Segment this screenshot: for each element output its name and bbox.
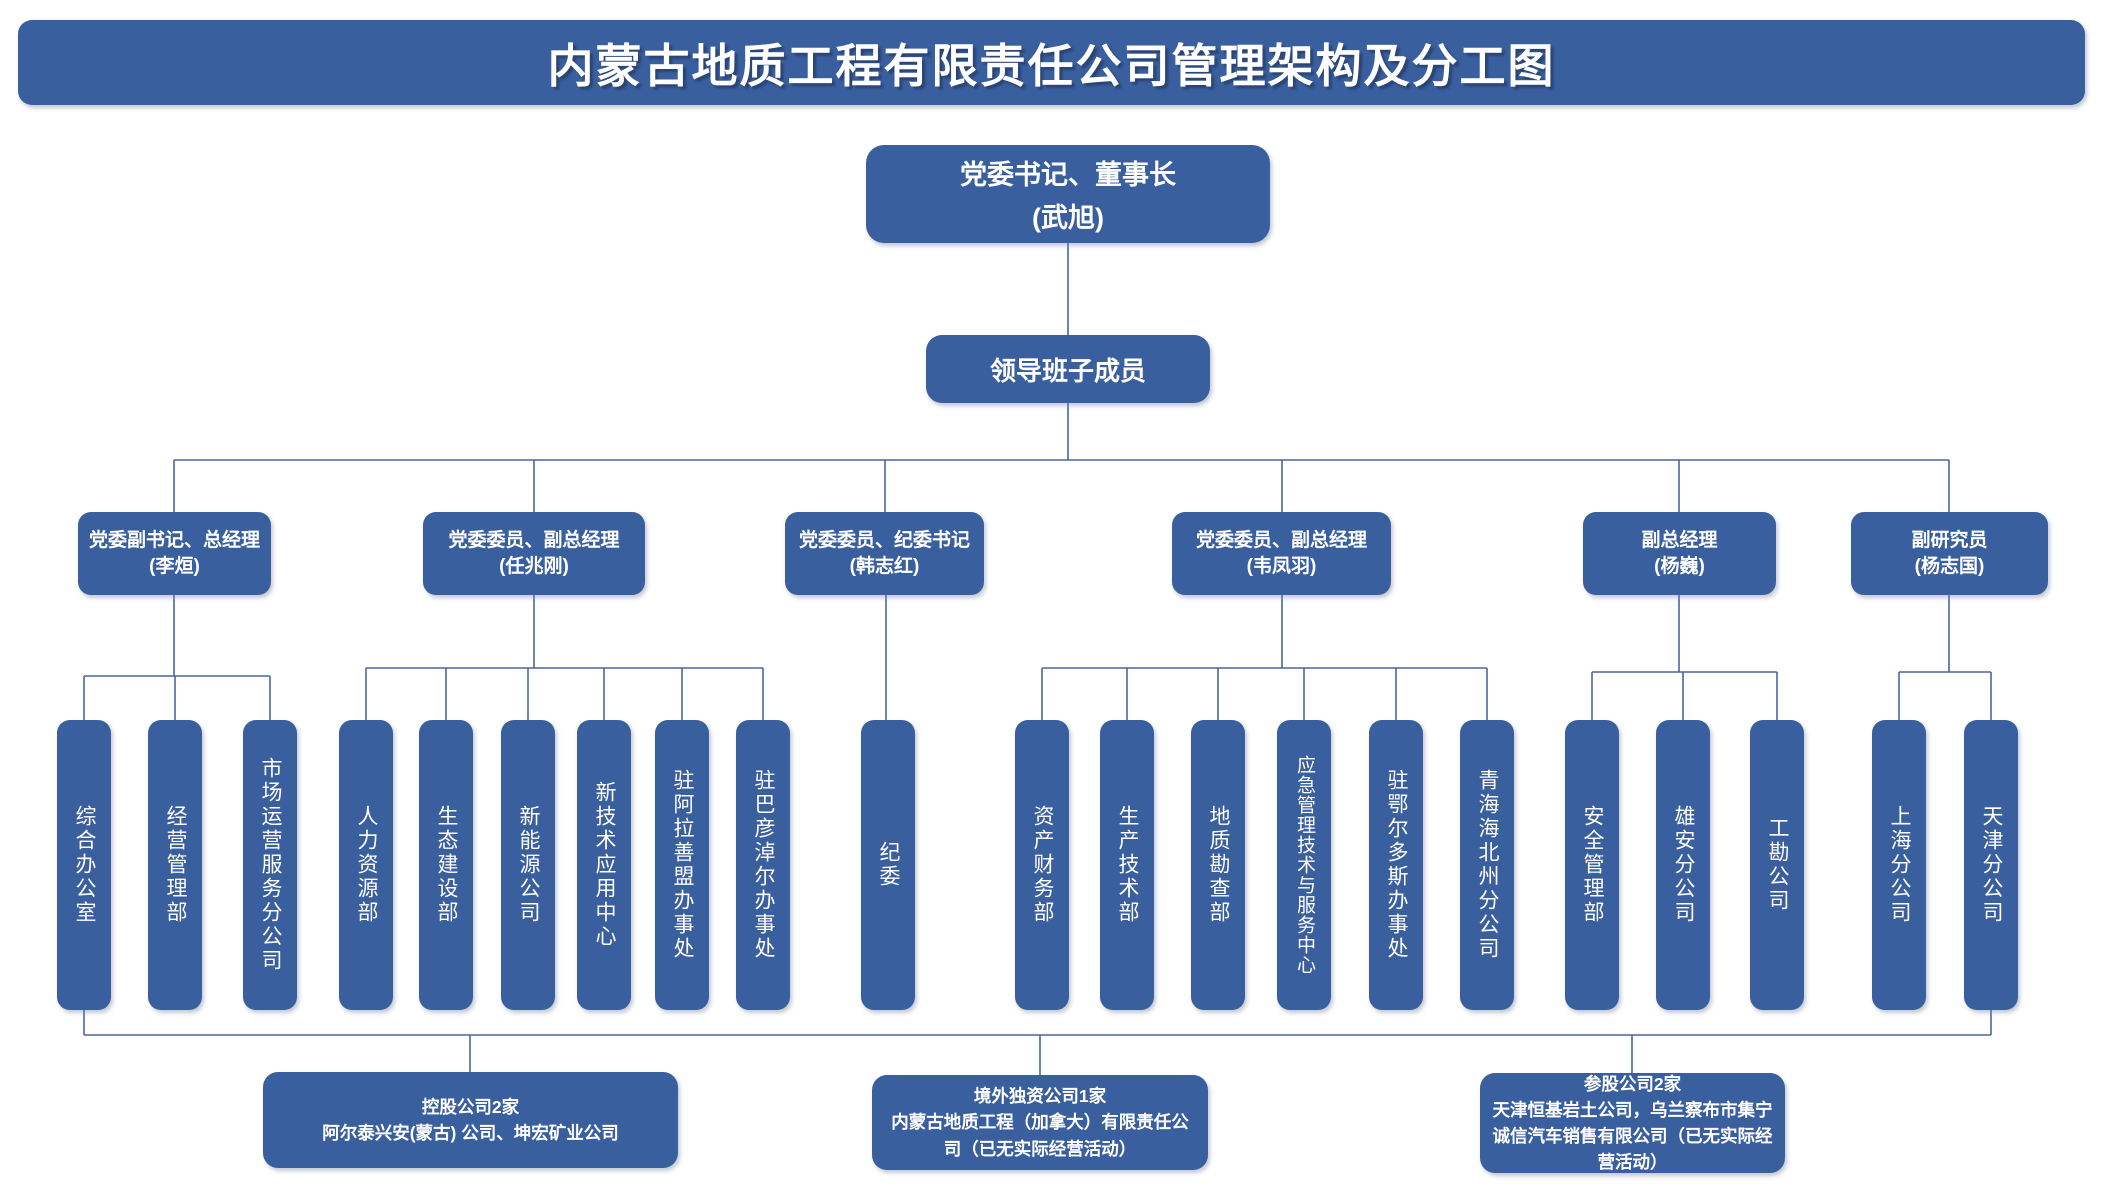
dept-box: 工勘公司 (1750, 720, 1804, 1010)
leader-box-0: 党委副书记、总经理 (李烜) (78, 512, 271, 595)
dept-label: 天津分公司 (1980, 805, 2004, 925)
dept-label: 雄安分公司 (1672, 805, 1696, 925)
subsidiary-body: 阿尔泰兴安(蒙古) 公司、坤宏矿业公司 (322, 1123, 619, 1143)
leader-name: (杨志国) (1914, 555, 1985, 577)
dept-label: 生态建设部 (435, 805, 459, 925)
leader-box-4: 副总经理 (杨巍) (1583, 512, 1776, 595)
page-title-bar: 内蒙古地质工程有限责任公司管理架构及分工图 (18, 20, 2085, 105)
dept-label: 综合办公室 (73, 805, 97, 925)
leader-role: 副研究员 (1911, 529, 1988, 551)
dept-label: 人力资源部 (355, 805, 379, 925)
dept-label: 生产技术部 (1116, 805, 1140, 925)
subsidiary-box-2: 参股公司2家 天津恒基岩土公司，乌兰察布市集宁诚信汽车销售有限公司（已无实际经营… (1480, 1073, 1785, 1173)
dept-label: 新技术应用中心 (593, 781, 617, 949)
dept-label: 安全管理部 (1581, 805, 1605, 925)
dept-label: 应急管理技术与服务中心 (1293, 755, 1315, 975)
chairman-name: (武旭) (1032, 203, 1104, 233)
dept-label: 驻阿拉善盟办事处 (671, 769, 695, 961)
dept-box: 青海海北州分公司 (1460, 720, 1514, 1010)
dept-label: 地质勘查部 (1207, 805, 1231, 925)
dept-label: 纪委 (877, 841, 901, 889)
leadership-label: 领导班子成员 (989, 355, 1146, 386)
dept-box: 地质勘查部 (1191, 720, 1245, 1010)
subsidiary-title: 控股公司2家 (421, 1096, 520, 1117)
dept-box: 经营管理部 (148, 720, 202, 1010)
dept-box: 生产技术部 (1100, 720, 1154, 1010)
subsidiary-box-0: 控股公司2家 阿尔泰兴安(蒙古) 公司、坤宏矿业公司 (263, 1072, 678, 1168)
leader-name: (韦凤羽) (1246, 555, 1317, 577)
dept-label: 新能源公司 (517, 805, 541, 925)
dept-box: 新技术应用中心 (577, 720, 631, 1010)
leader-role: 副总经理 (1641, 529, 1718, 551)
subsidiary-body: 内蒙古地质工程（加拿大）有限责任公司（已无实际经营活动） (891, 1112, 1189, 1159)
dept-box: 生态建设部 (419, 720, 473, 1010)
dept-box: 驻鄂尔多斯办事处 (1369, 720, 1423, 1010)
leader-role: 党委委员、副总经理 (448, 529, 620, 551)
dept-box: 安全管理部 (1565, 720, 1619, 1010)
leader-role: 党委委员、副总经理 (1195, 529, 1367, 551)
dept-label: 驻巴彦淖尔办事处 (752, 769, 776, 961)
dept-box: 综合办公室 (57, 720, 111, 1010)
dept-box: 应急管理技术与服务中心 (1277, 720, 1331, 1010)
leader-name: (杨巍) (1654, 555, 1705, 577)
dept-box: 新能源公司 (501, 720, 555, 1010)
leader-box-1: 党委委员、副总经理 (任兆刚) (423, 512, 645, 595)
dept-box: 上海分公司 (1872, 720, 1926, 1010)
subsidiary-body: 天津恒基岩土公司，乌兰察布市集宁诚信汽车销售有限公司（已无实际经营活动） (1492, 1099, 1773, 1173)
page-title: 内蒙古地质工程有限责任公司管理架构及分工图 (547, 39, 1556, 92)
leader-box-2: 党委委员、纪委书记 (韩志红) (785, 512, 984, 595)
leader-role: 党委副书记、总经理 (88, 529, 260, 551)
node-leadership-team: 领导班子成员 (926, 335, 1210, 403)
subsidiary-title: 境外独资公司1家 (973, 1086, 1107, 1107)
subsidiary-title: 参股公司2家 (1583, 1073, 1682, 1094)
chairman-role: 党委书记、董事长 (960, 160, 1176, 190)
leader-name: (李烜) (149, 555, 200, 577)
subsidiary-box-1: 境外独资公司1家 内蒙古地质工程（加拿大）有限责任公司（已无实际经营活动） (872, 1075, 1208, 1170)
leader-name: (韩志红) (849, 555, 920, 577)
leader-name: (任兆刚) (499, 555, 569, 577)
dept-label: 资产财务部 (1031, 805, 1055, 925)
dept-box: 纪委 (861, 720, 915, 1010)
dept-box: 市场运营服务分公司 (243, 720, 297, 1010)
dept-label: 青海海北州分公司 (1476, 769, 1500, 961)
dept-box: 资产财务部 (1015, 720, 1069, 1010)
dept-box: 天津分公司 (1964, 720, 2018, 1010)
leader-box-5: 副研究员 (杨志国) (1851, 512, 2048, 595)
dept-box: 人力资源部 (339, 720, 393, 1010)
leader-role: 党委委员、纪委书记 (798, 529, 970, 551)
dept-box: 驻阿拉善盟办事处 (655, 720, 709, 1010)
dept-label: 驻鄂尔多斯办事处 (1385, 769, 1409, 961)
node-chairman: 党委书记、董事长 (武旭) (866, 145, 1270, 243)
dept-box: 驻巴彦淖尔办事处 (736, 720, 790, 1010)
dept-label: 工勘公司 (1766, 817, 1790, 913)
dept-label: 经营管理部 (164, 805, 188, 925)
dept-box: 雄安分公司 (1656, 720, 1710, 1010)
dept-label: 市场运营服务分公司 (259, 757, 283, 973)
leader-box-3: 党委委员、副总经理 (韦凤羽) (1172, 512, 1391, 595)
dept-label: 上海分公司 (1888, 805, 1912, 925)
